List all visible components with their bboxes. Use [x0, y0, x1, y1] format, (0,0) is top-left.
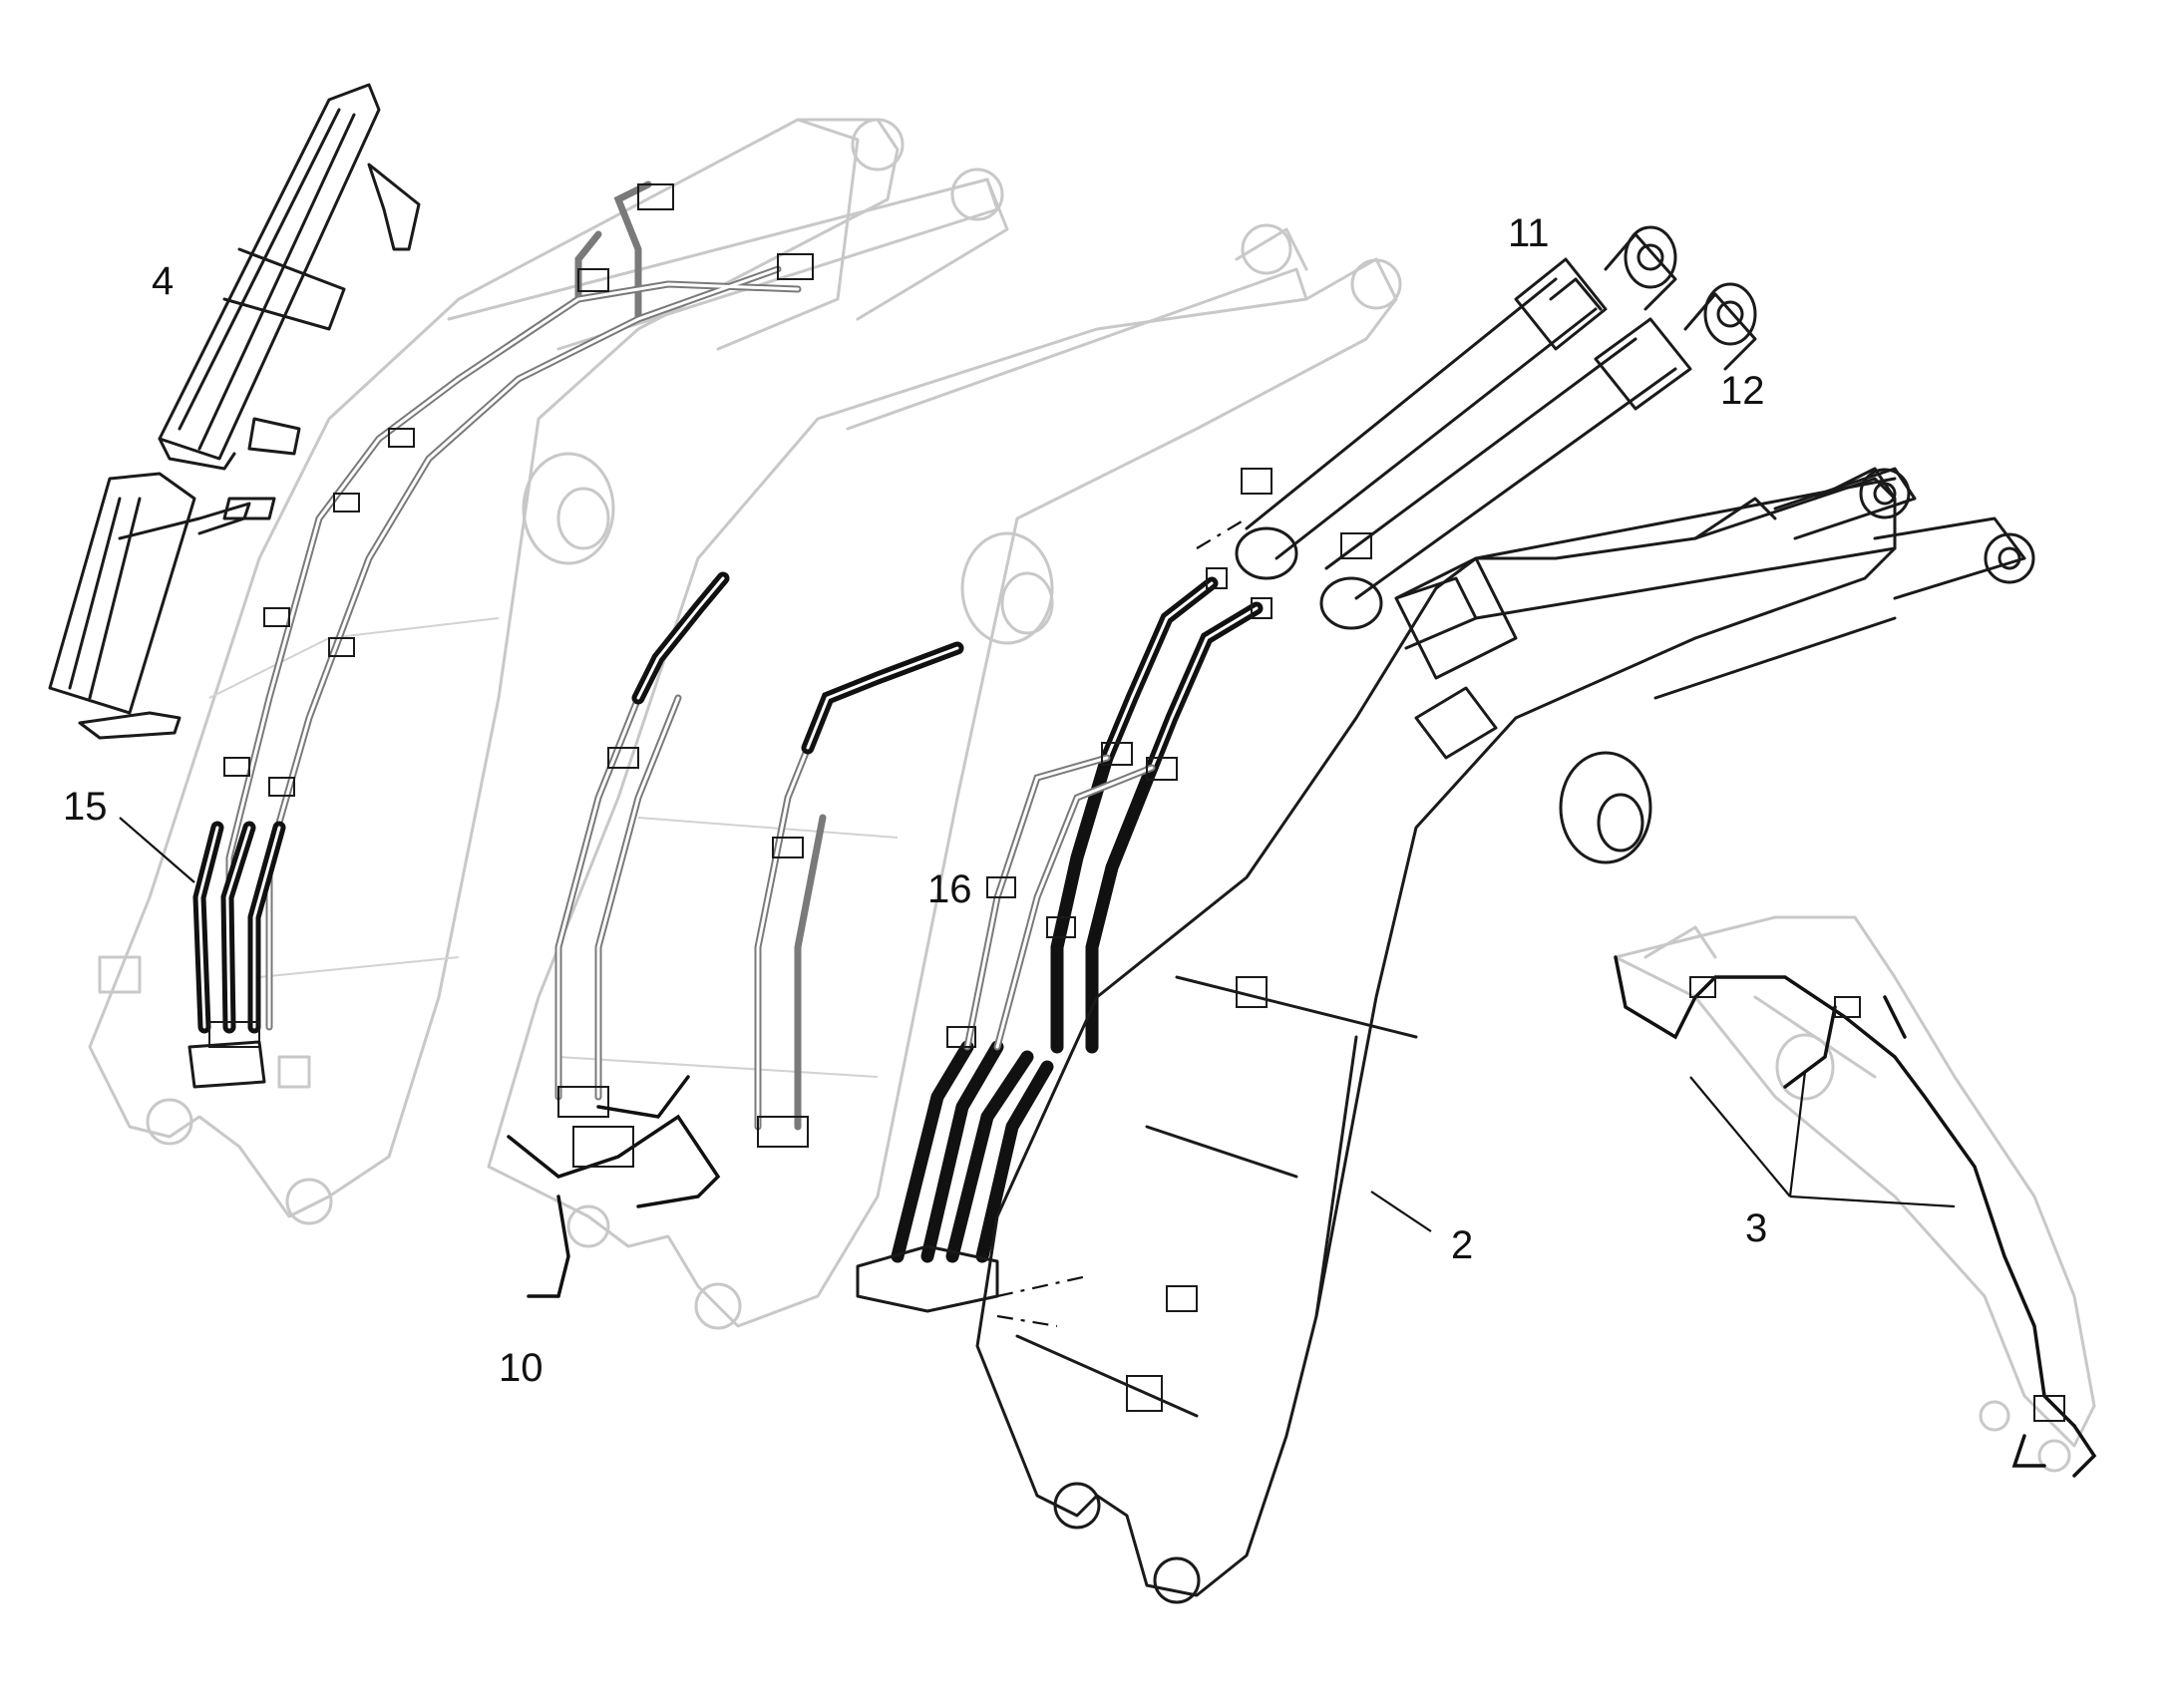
callout-2: 2: [1451, 1223, 1473, 1267]
boom-assembly-left: [88, 118, 1009, 1225]
guard-rail-assembly: [48, 83, 421, 740]
callout-16: 16: [927, 867, 972, 911]
leader-lines: [119, 817, 1956, 1232]
callout-10: 10: [499, 1346, 544, 1390]
cylinder-12: [1319, 282, 1757, 630]
hose-set-16: [856, 567, 1272, 1313]
boom-assembly-right: [1614, 915, 2097, 1478]
callout-11: 11: [1508, 211, 1550, 255]
callout-4: 4: [152, 259, 174, 303]
cylinder-11: [1235, 225, 1677, 580]
boom-assembly-middle: [487, 223, 1402, 1330]
callout-12: 12: [1720, 369, 1765, 413]
callout-3: 3: [1745, 1206, 1767, 1250]
callout-15: 15: [63, 785, 108, 829]
boom-2: [975, 467, 2035, 1604]
boom-left-pipe-lines: [223, 180, 814, 1031]
boom-middle-pipe-lines: [507, 571, 964, 1298]
hose-set-15: [187, 821, 286, 1089]
callout-labels: 2 3 4 10 11 12 15 16: [63, 211, 1767, 1390]
